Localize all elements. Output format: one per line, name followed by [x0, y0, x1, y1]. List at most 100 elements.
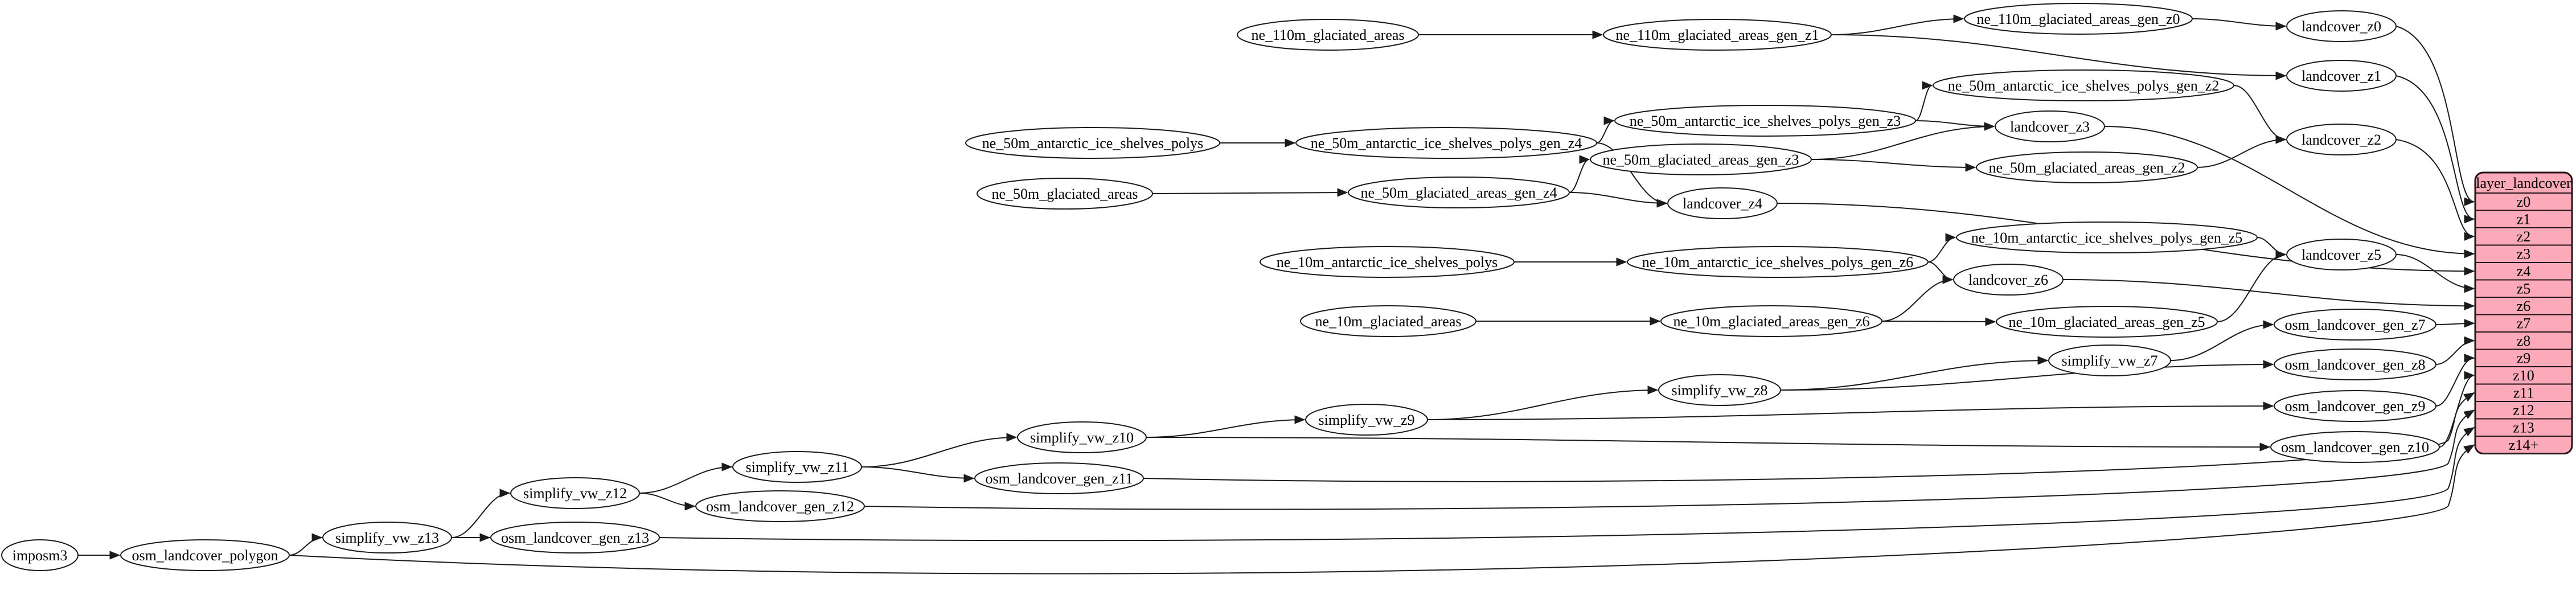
node-ne_10m_glaciated_areas_gen_z6: ne_10m_glaciated_areas_gen_z6	[1660, 305, 1882, 337]
node-ne_50m_antarctic_ice_shelves_polys: ne_50m_antarctic_ice_shelves_polys	[965, 127, 1220, 159]
node-ellipse	[2274, 390, 2436, 422]
table-row-z8: z8	[2517, 333, 2531, 349]
node-label: simplify_vw_z12	[523, 485, 627, 502]
node-label: osm_landcover_gen_z12	[706, 498, 854, 515]
node-ellipse	[1017, 421, 1147, 453]
table-row-z9: z9	[2517, 350, 2531, 367]
node-ellipse	[2270, 431, 2440, 463]
node-osm_landcover_gen_z9: osm_landcover_gen_z9	[2274, 390, 2436, 422]
edge-ne_10m_glaciated_areas_gen_z5-to-landcover_z5	[2217, 250, 2287, 322]
node-ellipse	[1295, 127, 1597, 159]
node-ellipse	[965, 127, 1220, 159]
node-simplify_vw_z12: simplify_vw_z12	[510, 477, 640, 509]
edge-landcover_z3-to-layer_landcover-z3	[2104, 126, 2475, 259]
edges-layer	[77, 14, 2475, 575]
edge-osm_landcover_gen_z11-to-layer_landcover-z11	[1143, 392, 2475, 482]
node-ellipse	[1590, 143, 1812, 175]
edge-landcover_z1-to-layer_landcover-z1	[2395, 75, 2475, 224]
edge-simplify_vw_z12-to-simplify_vw_z11	[639, 462, 733, 494]
edge-simplify_vw_z7-to-osm_landcover_gen_z7	[2170, 320, 2274, 361]
edge-ne_50m_glaciated_areas_gen_z2-to-landcover_z2	[2197, 135, 2287, 168]
table-row-z2: z2	[2517, 228, 2531, 245]
node-ellipse	[1933, 69, 2234, 101]
node-label: simplify_vw_z9	[1319, 412, 1415, 428]
node-label: osm_landcover_gen_z11	[986, 470, 1133, 487]
edge-osm_landcover_gen_z10-to-layer_landcover-z10	[2439, 371, 2475, 448]
edge-ne_50m_antarctic_ice_shelves_polys_gen_z4-to-ne_50m_antarctic_ice_shelves_polys_gen_z3	[1596, 116, 1615, 143]
node-ne_50m_glaciated_areas_gen_z4: ne_50m_glaciated_areas_gen_z4	[1348, 177, 1570, 208]
node-label: ne_50m_antarctic_ice_shelves_polys_gen_z…	[1311, 135, 1582, 151]
node-ellipse	[510, 477, 640, 509]
node-label: ne_50m_antarctic_ice_shelves_polys_gen_z…	[1948, 77, 2220, 94]
node-simplify_vw_z8: simplify_vw_z8	[1658, 374, 1781, 406]
table-row-z5: z5	[2517, 281, 2531, 297]
node-ellipse	[2286, 60, 2397, 92]
edge-simplify_vw_z10-to-osm_landcover_gen_z10	[1146, 437, 2271, 452]
node-ellipse	[120, 539, 290, 571]
node-ellipse	[695, 490, 865, 522]
node-label: landcover_z1	[2302, 68, 2381, 84]
node-simplify_vw_z9: simplify_vw_z9	[1305, 404, 1428, 436]
edge-simplify_vw_z10-to-simplify_vw_z9	[1146, 415, 1306, 438]
node-label: ne_110m_glaciated_areas_gen_z1	[1615, 27, 1819, 43]
edge-ne_50m_glaciated_areas_gen_z4-to-landcover_z4	[1569, 192, 1668, 208]
node-label: ne_110m_glaciated_areas_gen_z0	[1976, 11, 2180, 27]
node-ellipse	[1956, 222, 2258, 253]
edge-osm_landcover_gen_z7-to-layer_landcover-z7	[2435, 319, 2475, 328]
node-simplify_vw_z13: simplify_vw_z13	[322, 522, 452, 553]
node-ellipse	[1964, 3, 2193, 35]
table-row-z3: z3	[2517, 246, 2531, 263]
edge-simplify_vw_z11-to-osm_landcover_gen_z11	[861, 466, 975, 483]
node-landcover_z1: landcover_z1	[2286, 60, 2397, 92]
node-ellipse	[1348, 177, 1570, 208]
edge-ne_10m_antarctic_ice_shelves_polys_gen_z5-to-landcover_z5	[2257, 237, 2287, 259]
edge-landcover_z0-to-layer_landcover-z0	[2395, 26, 2475, 206]
node-ne_50m_antarctic_ice_shelves_polys_gen_z2: ne_50m_antarctic_ice_shelves_polys_gen_z…	[1933, 69, 2234, 101]
node-simplify_vw_z7: simplify_vw_z7	[2048, 345, 2171, 376]
edge-simplify_vw_z13-to-simplify_vw_z12	[451, 489, 511, 538]
table-row-z14+: z14+	[2509, 437, 2538, 453]
node-label: simplify_vw_z13	[335, 530, 439, 546]
node-ne_50m_antarctic_ice_shelves_polys_gen_z3: ne_50m_antarctic_ice_shelves_polys_gen_z…	[1614, 105, 1916, 137]
table-row-z13: z13	[2513, 420, 2534, 436]
node-label: landcover_z0	[2302, 18, 2381, 35]
edge-ne_50m_glaciated_areas_gen_z4-to-ne_50m_glaciated_areas_gen_z3	[1569, 155, 1590, 193]
table-row-z10: z10	[2513, 367, 2534, 384]
table-row-z4: z4	[2517, 263, 2531, 280]
node-osm_landcover_gen_z10: osm_landcover_gen_z10	[2270, 431, 2440, 463]
node-ne_110m_glaciated_areas_gen_z0: ne_110m_glaciated_areas_gen_z0	[1964, 3, 2193, 35]
edge-osm_landcover_gen_z12-to-layer_landcover-z12	[864, 409, 2475, 510]
node-label: ne_10m_glaciated_areas_gen_z5	[2008, 314, 2205, 330]
node-ellipse	[1667, 187, 1778, 219]
node-ellipse	[322, 522, 452, 553]
node-label: landcover_z5	[2302, 247, 2381, 263]
node-label: osm_landcover_polygon	[132, 547, 278, 564]
node-label: ne_50m_antarctic_ice_shelves_polys_gen_z…	[1630, 113, 1901, 129]
edge-ne_50m_antarctic_ice_shelves_polys_gen_z2-to-landcover_z2	[2233, 85, 2287, 144]
node-label: ne_10m_antarctic_ice_shelves_polys_gen_z…	[1642, 254, 1914, 270]
node-osm_landcover_gen_z13: osm_landcover_gen_z13	[490, 522, 660, 553]
node-label: ne_50m_antarctic_ice_shelves_polys	[982, 135, 1203, 151]
node-ellipse	[2048, 345, 2171, 376]
edge-osm_landcover_gen_z8-to-layer_landcover-z8	[2435, 336, 2475, 365]
node-ellipse	[974, 462, 1144, 494]
node-ellipse	[1614, 105, 1916, 137]
node-ellipse	[1260, 246, 1515, 278]
node-ellipse	[1660, 305, 1882, 337]
edge-osm_landcover_gen_z13-to-layer_landcover-z13	[659, 427, 2475, 542]
node-osm_landcover_polygon: osm_landcover_polygon	[120, 539, 290, 571]
node-label: ne_10m_antarctic_ice_shelves_polys_gen_z…	[1971, 229, 2243, 246]
node-osm_landcover_gen_z7: osm_landcover_gen_z7	[2274, 309, 2436, 341]
table-layer: layer_landcoverz0z1z2z3z4z5z6z7z8z9z10z1…	[2474, 171, 2573, 454]
node-osm_landcover_gen_z11: osm_landcover_gen_z11	[974, 462, 1144, 494]
node-ellipse	[490, 522, 660, 553]
node-label: simplify_vw_z10	[1030, 429, 1134, 446]
node-ellipse	[1305, 404, 1428, 436]
node-ne_110m_glaciated_areas_gen_z1: ne_110m_glaciated_areas_gen_z1	[1603, 19, 1832, 51]
node-ne_50m_glaciated_areas_gen_z2: ne_50m_glaciated_areas_gen_z2	[1976, 151, 2198, 183]
edge-simplify_vw_z8-to-simplify_vw_z7	[1780, 356, 2049, 391]
node-landcover_z4: landcover_z4	[1667, 187, 1778, 219]
node-label: osm_landcover_gen_z10	[2281, 439, 2429, 456]
